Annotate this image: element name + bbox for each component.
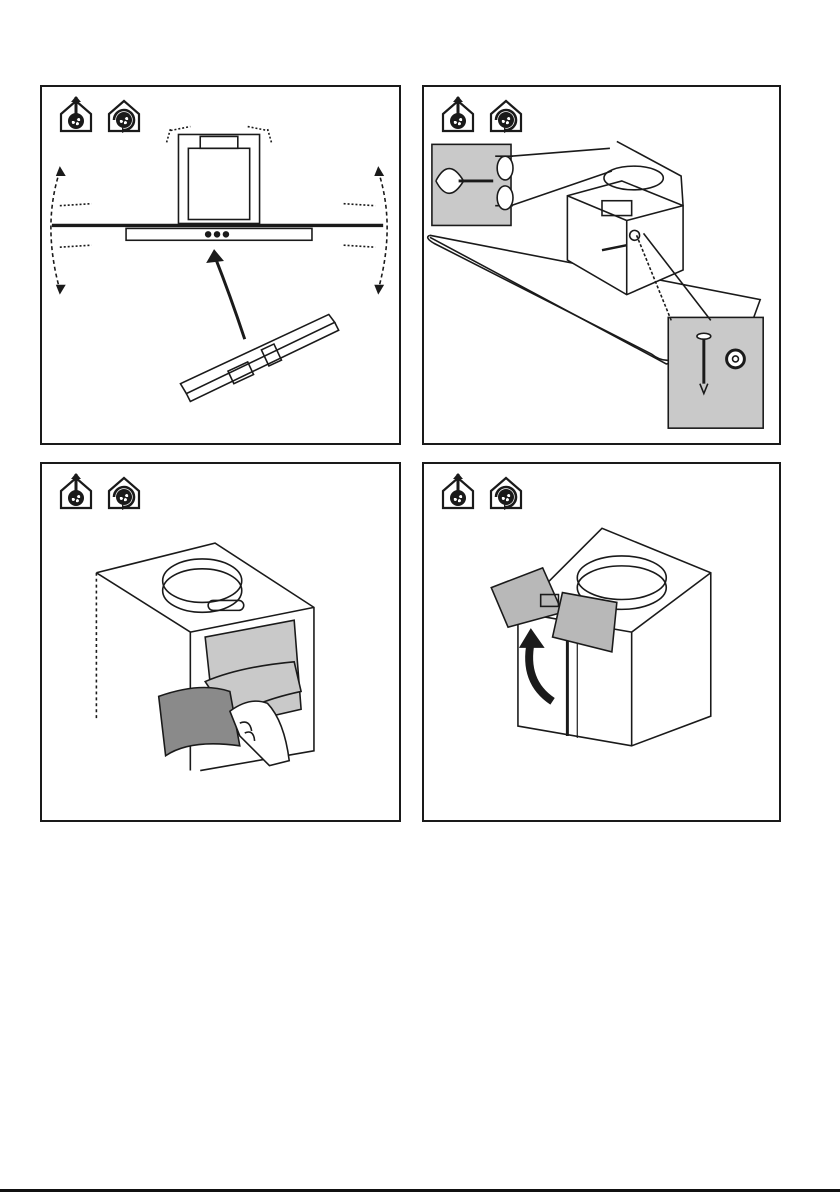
hood-cover-illustration xyxy=(42,87,399,443)
step-panel-4-open-filters xyxy=(422,462,781,822)
motor-box-screw-illustration xyxy=(424,87,779,443)
step-panel-2-fasten-screw xyxy=(422,85,781,445)
filter-flap-illustration xyxy=(424,464,779,820)
tape-removal-illustration xyxy=(42,464,399,820)
step-panel-1-mount-cover xyxy=(40,85,401,445)
step-panel-3-remove-tape xyxy=(40,462,401,822)
